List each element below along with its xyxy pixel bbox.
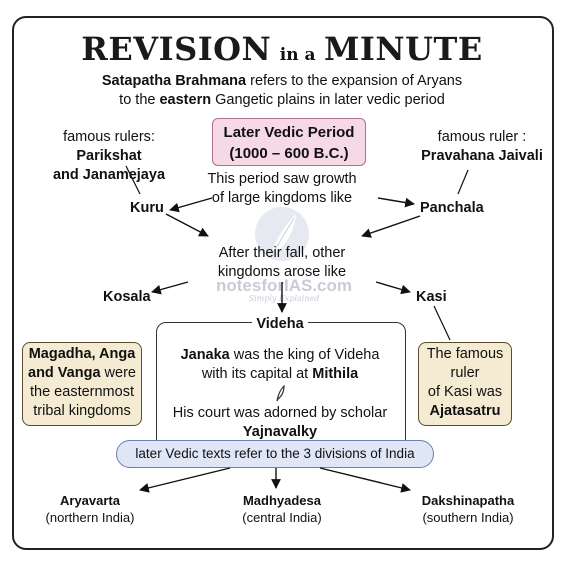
feather-logo-icon [255, 207, 309, 261]
region-dakshinapatha-name: Dakshinapatha [421, 493, 515, 508]
scholar-yajnavalky: Yajnavalky [242, 424, 318, 440]
region-dakshinapatha: Dakshinapatha (southern India) [408, 492, 528, 526]
title-word-revision: REVISION [81, 30, 272, 68]
intro-eastern: eastern [159, 92, 212, 108]
arrow-to-panchala [377, 197, 415, 208]
kasi-ruler-note-box: The famous ruler of Kasi was Ajatasatru [418, 342, 512, 426]
kasi-note-connector [433, 305, 451, 341]
period-title: Later Vedic Period [223, 124, 355, 141]
kasi-note1: The famous [426, 346, 504, 362]
region-madhyadesa: Madhyadesa (central India) [222, 492, 342, 526]
arrow-kuru-to-fall [165, 213, 209, 237]
region-madhyadesa-name: Madhyadesa [242, 493, 322, 508]
growth-line1: This period saw growth [207, 171, 357, 187]
magadha-l4: tribal kingdoms [33, 403, 131, 419]
kingdom-panchala: Panchala [420, 200, 484, 216]
region-aryavarta: Aryavarta (northern India) [30, 492, 150, 526]
king-janaka: Janaka [180, 347, 230, 363]
intro-line1-rest: refers to the expansion of Aryans [246, 73, 463, 89]
arrow-to-aryavarta [139, 467, 231, 493]
fall-line2: kingdoms arose like [217, 264, 347, 280]
videha-l1-rest: was the king of Videha [229, 347, 380, 363]
title-word-minute: MINUTE [323, 30, 483, 68]
quill-icon [158, 384, 402, 404]
page-title: REVISION in a MINUTE [0, 30, 564, 68]
later-vedic-period-box: Later Vedic Period (1000 – 600 B.C.) [212, 118, 366, 166]
region-aryavarta-name: Aryavarta [60, 493, 120, 508]
intro-line2-pre: to the [119, 92, 160, 108]
magadha-note-box: Magadha, Anga and Vanga were the eastern… [22, 342, 142, 426]
watermark-text: notesforIAS.com [215, 276, 353, 295]
region-aryavarta-desc: (northern India) [45, 510, 135, 525]
kasi-note3: of Kasi was [427, 384, 503, 400]
satapatha-brahmana: Satapatha Brahmana [101, 73, 247, 89]
kingdom-kosala: Kosala [103, 289, 151, 305]
fall-text: After their fall, other kingdoms arose l… [196, 244, 368, 282]
title-word-in-a: in a [279, 45, 316, 65]
videha-l2-pre: with its capital at [201, 366, 313, 382]
capital-mithila: Mithila [312, 366, 359, 382]
magadha-anga: Magadha, Anga [28, 346, 136, 362]
magadha-l2-rest: were [100, 365, 136, 381]
ruler-parikshat: Parikshat [76, 148, 142, 164]
ruler-janamejaya: and Janamejaya [52, 167, 166, 183]
region-madhyadesa-desc: (central India) [242, 510, 322, 525]
videha-l3: His court was adorned by scholar [172, 405, 388, 421]
kingdom-kuru: Kuru [130, 200, 164, 216]
growth-line2: of large kingdoms like [211, 190, 353, 206]
kasi-note2: ruler [450, 365, 480, 381]
fall-line1: After their fall, other [218, 245, 346, 261]
kuru-rulers-note: famous rulers: Parikshat and Janamejaya [34, 128, 184, 185]
divisions-pill: later Vedic texts refer to the 3 divisio… [116, 440, 434, 468]
intro-text: Satapatha Brahmana refers to the expansi… [40, 72, 524, 110]
intro-line2-rest: Gangetic plains in later vedic period [211, 92, 445, 108]
watermark-subtitle: Simply Explained [248, 294, 320, 303]
kingdom-videha: Videha [252, 316, 308, 332]
period-dates: (1000 – 600 B.C.) [229, 145, 349, 162]
region-dakshinapatha-desc: (southern India) [422, 510, 514, 525]
kuru-rulers-pre: famous rulers: [63, 129, 155, 145]
panchala-ruler-connector [457, 169, 469, 195]
arrow-to-kosala [151, 281, 189, 295]
arrow-panchala-to-fall [361, 215, 421, 238]
videha-box [156, 322, 406, 452]
arrow-to-dakshinapatha [319, 467, 411, 493]
ruler-pravahana-jaivali: Pravahana Jaivali [421, 148, 543, 164]
ruler-ajatasatru: Ajatasatru [429, 403, 501, 419]
magadha-l3: the easternmost [30, 384, 134, 400]
growth-text: This period saw growth of large kingdoms… [192, 170, 372, 208]
kuru-ruler-connector [125, 165, 141, 195]
arrow-to-kuru [169, 197, 213, 213]
arrow-to-kasi [375, 281, 411, 295]
panchala-ruler-pre: famous ruler : [437, 129, 527, 145]
panchala-ruler-note: famous ruler : Pravahana Jaivali [412, 128, 552, 166]
and-vanga: and Vanga [28, 365, 101, 381]
videha-description: Janaka was the king of Videha with its c… [158, 346, 402, 442]
kingdom-kasi: Kasi [416, 289, 447, 305]
